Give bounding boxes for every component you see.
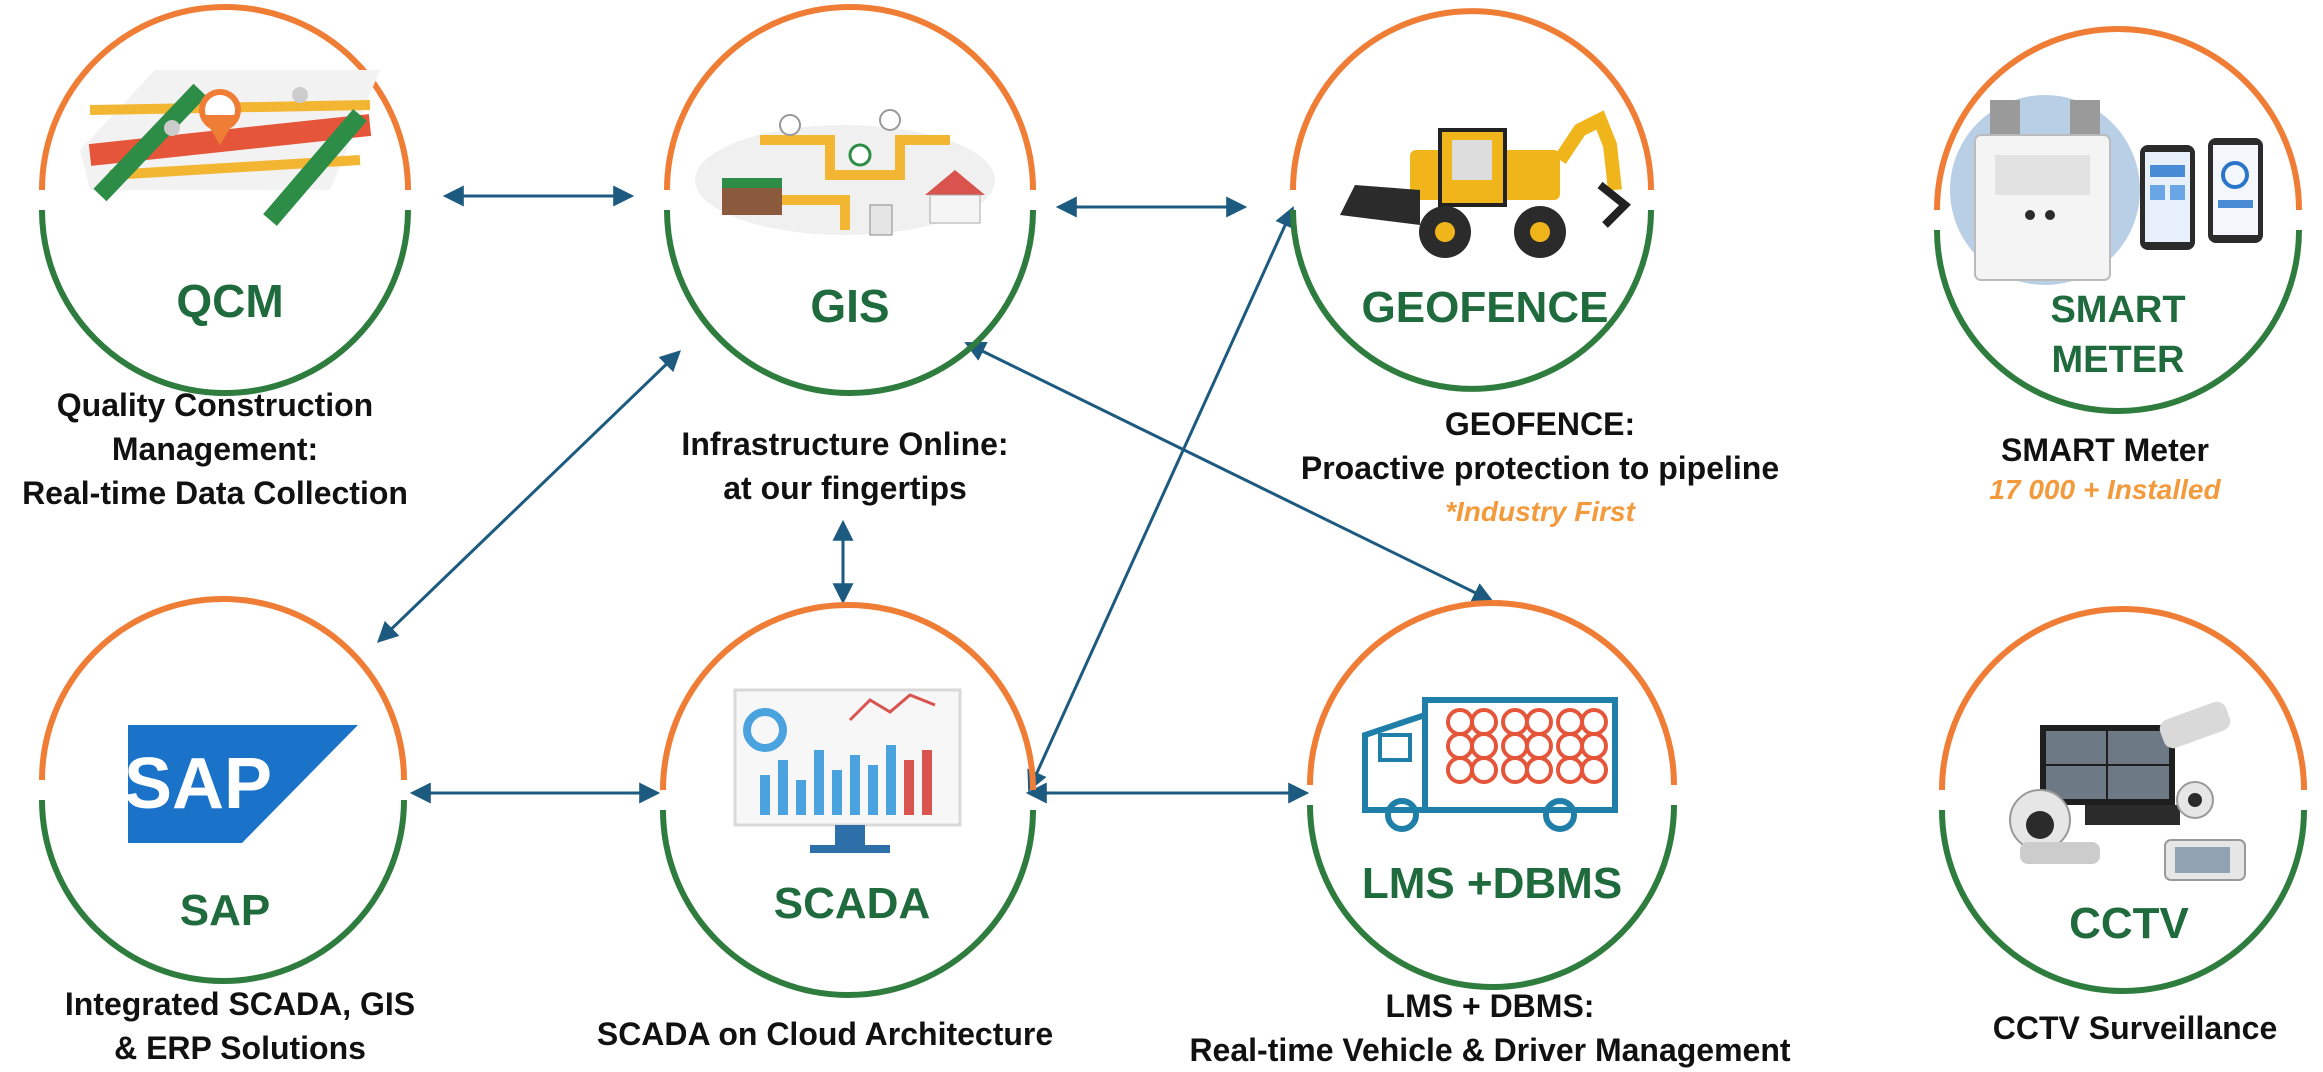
- node-cctv: CCTV: [1939, 606, 2307, 994]
- ring-top: [1939, 606, 2307, 791]
- ring-top: [660, 602, 1036, 791]
- desc-line: Proactive protection to pipeline: [1300, 450, 1780, 486]
- ring-bottom: [660, 809, 1036, 998]
- pipeline-map-icon: [80, 70, 380, 226]
- ring-top: [664, 4, 1036, 191]
- desc-line: Quality Construction: [56, 387, 374, 423]
- ring-top: [1307, 600, 1677, 786]
- ring-top: [1290, 8, 1654, 191]
- arrow-sap-gis: [376, 350, 682, 643]
- cctv-camera-icon: [2009, 701, 2246, 881]
- ring-bottom: [1307, 804, 1677, 990]
- excavator-icon: [1340, 110, 1631, 258]
- desc-smart-meter: SMART Meter 17 000 + Installed: [1920, 430, 2290, 510]
- node-scada: SCADA: [660, 602, 1036, 998]
- node-smart-meter: SMART METER: [1934, 26, 2302, 414]
- desc-sap: Integrated SCADA, GIS & ERP Solutions: [0, 982, 480, 1070]
- ring-bottom: [1939, 809, 2307, 994]
- desc-line: LMS + DBMS:: [1385, 988, 1595, 1024]
- node-title-smart-meter-line1: SMART: [2050, 289, 2185, 331]
- desc-line: Real-time Data Collection: [22, 475, 408, 511]
- desc-line: Infrastructure Online:: [681, 426, 1009, 462]
- desc-line: Integrated SCADA, GIS: [64, 986, 416, 1022]
- desc-line: SMART Meter: [2000, 432, 2209, 468]
- node-title-scada: SCADA: [774, 879, 930, 928]
- ring-top: [39, 4, 411, 191]
- dashboard-monitor-icon: [733, 688, 962, 853]
- arrow-geofence-scada: [1027, 206, 1295, 792]
- desc-line: CCTV Surveillance: [1992, 1010, 2278, 1046]
- connection-arrows: [376, 185, 1494, 804]
- smart-meter-icon: [1950, 95, 2263, 285]
- node-title-qcm: QCM: [176, 275, 283, 327]
- node-sap: SAP SAP: [39, 596, 407, 984]
- desc-line: Management:: [111, 431, 319, 467]
- node-geofence: GEOFENCE: [1290, 8, 1654, 392]
- desc-cctv: CCTV Surveillance: [1940, 1006, 2323, 1050]
- ring-bottom: [39, 799, 407, 984]
- node-lms-dbms: LMS +DBMS: [1307, 600, 1677, 990]
- node-title-sap: SAP: [180, 886, 270, 935]
- ring-bottom: [1934, 229, 2302, 414]
- desc-line: GEOFENCE:: [1444, 406, 1636, 442]
- ring-top: [39, 596, 407, 781]
- sap-logo: SAP: [124, 725, 358, 843]
- node-title-cctv: CCTV: [2069, 899, 2189, 948]
- industry-first-note: *Industry First: [1445, 496, 1635, 527]
- desc-line: SCADA on Cloud Architecture: [596, 1016, 1054, 1052]
- installed-count-note: 17 000 + Installed: [1989, 474, 2221, 505]
- node-qcm: QCM: [39, 4, 411, 396]
- ring-top: [1934, 26, 2302, 211]
- ring-bottom: [664, 209, 1036, 396]
- node-title-gis: GIS: [810, 280, 889, 332]
- desc-scada: SCADA on Cloud Architecture: [580, 1012, 1070, 1056]
- node-gis: GIS: [664, 4, 1036, 396]
- ring-bottom: [1290, 209, 1654, 392]
- gis-map-icon: [695, 109, 995, 236]
- desc-line: Real-time Vehicle & Driver Management: [1189, 1032, 1791, 1068]
- desc-gis: Infrastructure Online: at our fingertips: [600, 422, 1090, 510]
- desc-line: at our fingertips: [723, 470, 967, 506]
- desc-lms-dbms: LMS + DBMS: Real-time Vehicle & Driver M…: [1140, 984, 1840, 1072]
- desc-qcm: Quality Construction Management: Real-ti…: [0, 383, 460, 515]
- sap-logo-text: SAP: [124, 744, 272, 824]
- node-title-smart-meter-line2: METER: [2052, 339, 2185, 381]
- ring-bottom: [39, 209, 411, 396]
- node-title-lms-dbms: LMS +DBMS: [1362, 859, 1622, 908]
- desc-geofence: GEOFENCE: Proactive protection to pipeli…: [1260, 402, 1820, 534]
- desc-line: & ERP Solutions: [114, 1030, 366, 1066]
- cylinder-truck-icon: [1362, 697, 1618, 832]
- node-title-geofence: GEOFENCE: [1362, 283, 1609, 332]
